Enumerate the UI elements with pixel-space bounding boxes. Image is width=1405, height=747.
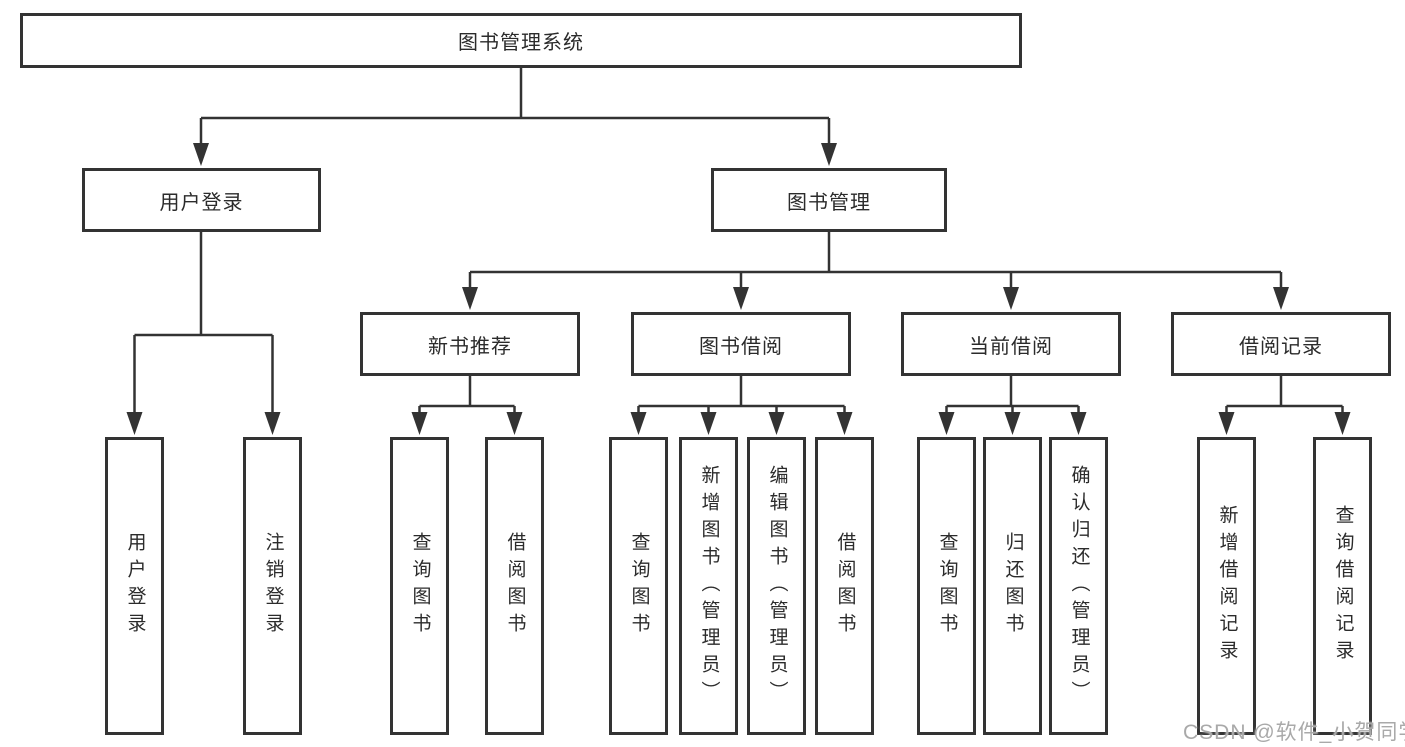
node-label: 归还图书 — [1002, 532, 1024, 640]
arrowhead-icon — [193, 143, 209, 166]
node-borrowing-records: 借阅记录 — [1171, 312, 1391, 376]
arrowhead-icon — [506, 412, 523, 435]
node-book-management: 图书管理 — [711, 168, 947, 232]
node-label: 当前借阅 — [969, 335, 1053, 358]
node-new-book-recommendation: 新书推荐 — [360, 312, 580, 376]
arrowhead-icon — [264, 412, 281, 435]
node-label: 借阅图书 — [504, 532, 526, 640]
leaf-query-borrow-record: 查询借阅记录 — [1313, 437, 1372, 735]
arrowhead-icon — [1070, 412, 1087, 435]
leaf-confirm-return-admin: 确认归还（管理员） — [1049, 437, 1108, 735]
leaf-add-borrow-record: 新增借阅记录 — [1197, 437, 1256, 735]
node-user-login: 用户登录 — [82, 168, 321, 232]
node-label: 注销登录 — [262, 532, 284, 640]
leaf-add-books-admin: 新增图书（管理员） — [679, 437, 738, 735]
node-label: 用户登录 — [124, 532, 146, 640]
node-label: 图书管理 — [787, 191, 871, 214]
arrowhead-icon — [768, 412, 785, 435]
node-library-management-system: 图书管理系统 — [20, 13, 1022, 68]
leaf-query-books-2: 查询图书 — [609, 437, 668, 735]
node-label: 确认归还（管理员） — [1068, 464, 1090, 708]
arrowhead-icon — [630, 412, 647, 435]
leaf-logout: 注销登录 — [243, 437, 302, 735]
node-current-borrowing: 当前借阅 — [901, 312, 1121, 376]
arrowhead-icon — [462, 287, 478, 310]
arrowhead-icon — [126, 412, 143, 435]
arrowhead-icon — [1273, 287, 1289, 310]
arrowhead-icon — [700, 412, 717, 435]
node-label: 用户登录 — [159, 191, 244, 214]
arrowhead-icon — [1003, 287, 1019, 310]
arrowhead-icon — [1334, 412, 1351, 435]
leaf-borrow-books-1: 借阅图书 — [485, 437, 544, 735]
arrowhead-icon — [411, 412, 428, 435]
arrowhead-icon — [733, 287, 749, 310]
arrowheads — [126, 143, 1351, 435]
node-label: 查询图书 — [409, 532, 431, 640]
node-label: 借阅图书 — [834, 532, 856, 640]
node-label: 图书管理系统 — [458, 32, 584, 54]
leaf-edit-books-admin: 编辑图书（管理员） — [747, 437, 806, 735]
node-label: 借阅记录 — [1239, 335, 1323, 358]
node-label: 新书推荐 — [428, 335, 512, 358]
arrowhead-icon — [1004, 412, 1021, 435]
watermark-csdn: CSDN @软件_小贺同学 — [1183, 721, 1405, 744]
arrowhead-icon — [938, 412, 955, 435]
leaf-query-books-3: 查询图书 — [917, 437, 976, 735]
node-label: 查询图书 — [628, 532, 650, 640]
node-label: 查询图书 — [936, 532, 958, 640]
arrowhead-icon — [836, 412, 853, 435]
node-label: 新增借阅记录 — [1216, 505, 1238, 667]
leaf-query-books-1: 查询图书 — [390, 437, 449, 735]
leaf-borrow-books-2: 借阅图书 — [815, 437, 874, 735]
leaf-return-books: 归还图书 — [983, 437, 1042, 735]
node-book-borrowing: 图书借阅 — [631, 312, 851, 376]
leaf-user-login: 用户登录 — [105, 437, 164, 735]
node-label: 图书借阅 — [699, 335, 783, 358]
node-label: 新增图书（管理员） — [698, 464, 720, 708]
node-label: 编辑图书（管理员） — [766, 464, 788, 708]
arrowhead-icon — [1218, 412, 1235, 435]
arrowhead-icon — [821, 143, 837, 166]
node-label: 查询借阅记录 — [1332, 505, 1354, 667]
